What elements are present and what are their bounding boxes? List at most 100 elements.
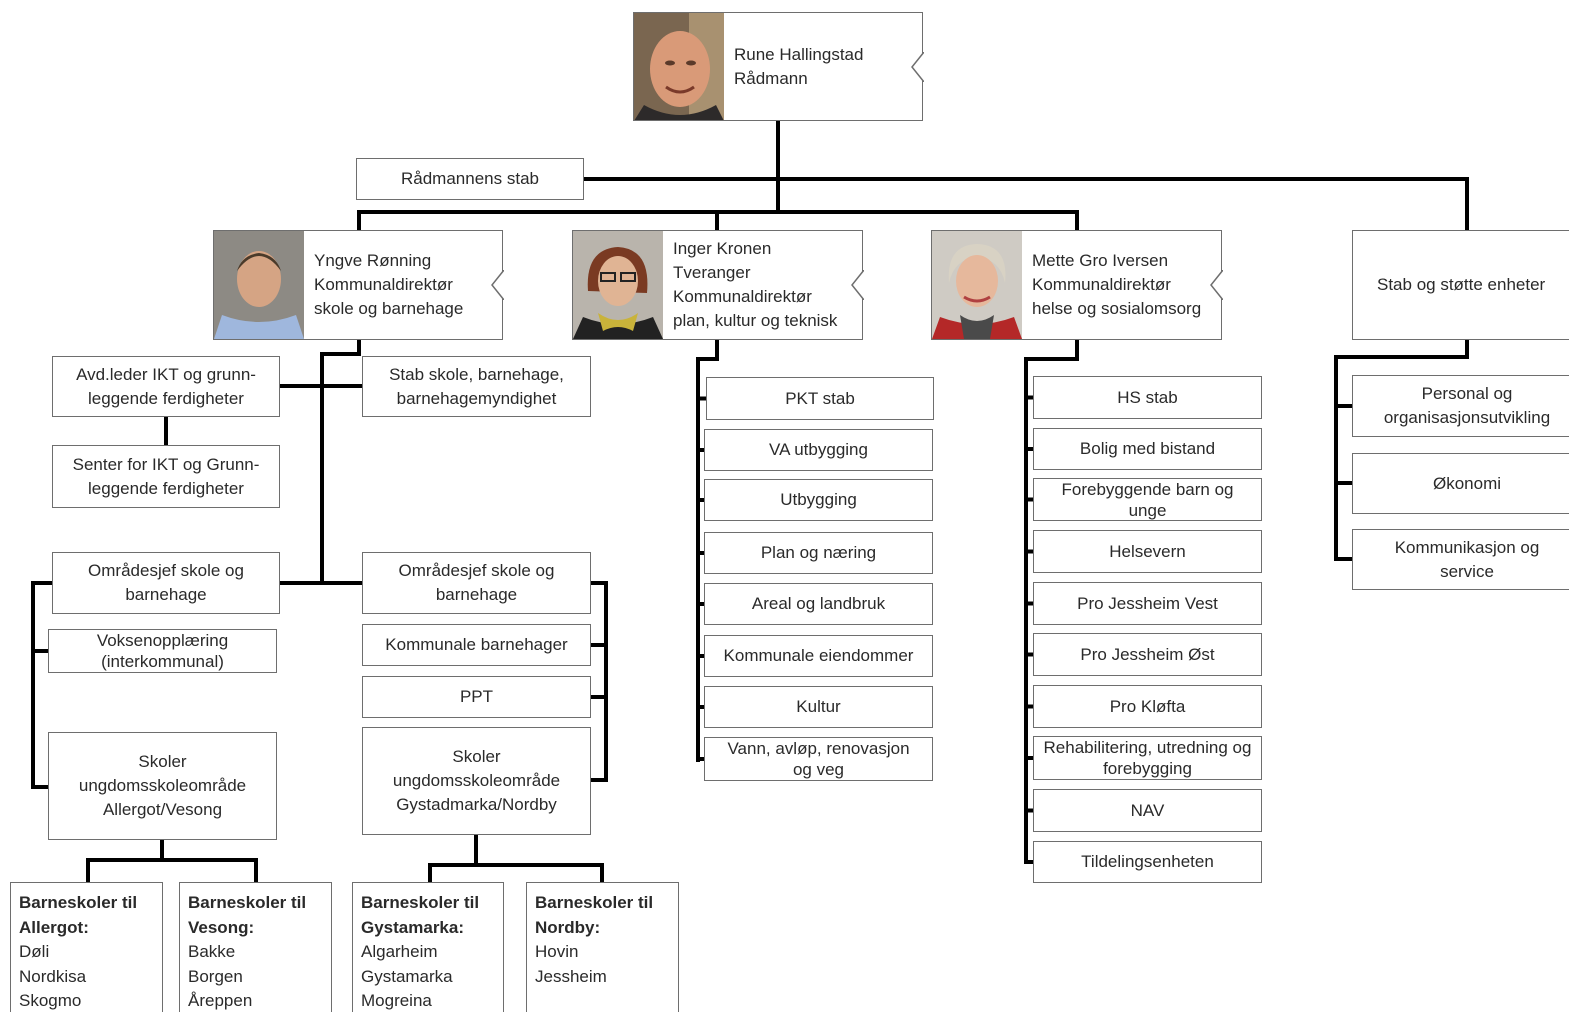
hs-unit-label: NAV bbox=[1130, 800, 1165, 820]
support-units-label: Stab og støtte enheter bbox=[1377, 275, 1546, 294]
primary-school-item: Jessheim bbox=[535, 966, 607, 986]
school-staff-line1: Stab skole, barnehage, bbox=[389, 364, 564, 384]
primary-heading-line2: Vesong: bbox=[188, 917, 255, 937]
hs-unit-box: Tildelingsenheten bbox=[1033, 841, 1262, 883]
primary-heading-line2: Allergot: bbox=[19, 917, 89, 937]
primary-schools-gystamarka: Barneskoler til Gystamarka: Algarheim Gy… bbox=[352, 882, 504, 1012]
hs-unit-box: Pro Jessheim Vest bbox=[1033, 582, 1262, 625]
adult-education-line2: (interkommunal) bbox=[101, 652, 224, 671]
schools-right-line1: Skoler bbox=[452, 747, 501, 766]
ceo-title: Rådmann bbox=[734, 68, 808, 88]
hs-unit-box: Pro Kløfta bbox=[1033, 685, 1262, 728]
ppt-label: PPT bbox=[459, 687, 494, 706]
primary-school-item: Gystamarka bbox=[361, 966, 453, 986]
pkt-unit-box: Vann, avløp, renovasjon og veg bbox=[704, 737, 933, 781]
hs-unit-box: Pro Jessheim Øst bbox=[1033, 633, 1262, 676]
primary-school-item: Borgen bbox=[188, 966, 243, 986]
director-plan-card: Inger Kronen Tveranger Kommunaldirektør … bbox=[572, 230, 864, 340]
adult-education-line1: Voksenopplæring bbox=[96, 631, 229, 650]
schools-right-box: Skoler ungdomsskoleområde Gystadmarka/No… bbox=[362, 727, 591, 835]
primary-heading-line2: Gystamarka: bbox=[361, 917, 465, 937]
pkt-unit-label: Kultur bbox=[796, 697, 841, 716]
school-staff-line2: barnehagemyndighet bbox=[396, 388, 557, 408]
schools-left-box: Skoler ungdomsskoleområde Allergot/Veson… bbox=[48, 732, 277, 840]
director-plan-photo bbox=[573, 231, 663, 339]
support-unit-line1: Personal og bbox=[1421, 384, 1513, 403]
area-chief-left-line1: Områdesjef skole og bbox=[88, 561, 244, 580]
primary-school-item: Bakke bbox=[188, 942, 236, 961]
radmann-staff-box: Rådmannens stab bbox=[356, 158, 584, 200]
director-plan-name: Inger Kronen bbox=[673, 239, 772, 258]
support-unit-box: Økonomi bbox=[1352, 453, 1569, 514]
ikt-leader-line1: Avd.leder IKT og grunn- bbox=[76, 364, 256, 384]
director-plan-title: Kommunaldirektør bbox=[673, 287, 812, 306]
pkt-unit-box: Utbygging bbox=[704, 479, 933, 521]
municipal-kindergartens-label: Kommunale barnehager bbox=[385, 635, 568, 654]
area-chief-right-line2: barnehage bbox=[435, 585, 518, 604]
schools-left-line3: Allergot/Vesong bbox=[102, 800, 223, 819]
primary-school-item: Hovin bbox=[535, 942, 579, 961]
director-plan-name2: Tveranger bbox=[673, 263, 751, 282]
hs-unit-label: Pro Jessheim Vest bbox=[1077, 593, 1218, 613]
primary-schools-nordby: Barneskoler til Nordby: Hovin Jessheim bbox=[526, 882, 679, 1012]
pkt-unit-label: Areal og landbruk bbox=[751, 594, 886, 613]
support-unit-line1: Kommunikasjon og bbox=[1394, 537, 1540, 557]
hs-unit-box: Bolig med bistand bbox=[1033, 428, 1262, 470]
hs-unit-box: Forebyggende barn og unge bbox=[1033, 478, 1262, 521]
primary-school-item: Åreppen bbox=[188, 991, 253, 1010]
pkt-unit-label: Vann, avløp, renovasjon og veg bbox=[727, 739, 910, 779]
hs-unit-label: Rehabilitering, utredning og forebygging bbox=[1043, 738, 1252, 778]
pkt-unit-label: VA utbygging bbox=[769, 440, 868, 459]
director-health-card: Mette Gro Iversen Kommunaldirektør helse… bbox=[931, 230, 1223, 340]
primary-school-item: Algarheim bbox=[361, 942, 438, 961]
support-unit-line2: service bbox=[1440, 561, 1494, 581]
hs-unit-label: Pro Jessheim Øst bbox=[1080, 644, 1215, 664]
ikt-leader-box: Avd.leder IKT og grunn- leggende ferdigh… bbox=[52, 356, 280, 417]
pkt-unit-box: Areal og landbruk bbox=[704, 583, 933, 625]
hs-unit-box: Rehabilitering, utredning og forebygging bbox=[1033, 736, 1262, 780]
primary-heading-line2: Nordby: bbox=[535, 917, 601, 937]
primary-heading-line1: Barneskoler til bbox=[188, 893, 307, 912]
director-plan-area: plan, kultur og teknisk bbox=[673, 311, 838, 330]
director-health-title: Kommunaldirektør bbox=[1032, 275, 1171, 294]
ceo-card: Rune Hallingstad Rådmann bbox=[633, 12, 924, 121]
pkt-unit-box: PKT stab bbox=[706, 377, 934, 420]
support-unit-box: Personal og organisasjonsutvikling bbox=[1352, 375, 1569, 437]
radmann-staff-label: Rådmannens stab bbox=[401, 169, 539, 188]
support-units-box: Stab og støtte enheter bbox=[1352, 230, 1569, 340]
hs-unit-label: Helsevern bbox=[1109, 541, 1186, 561]
director-health-photo bbox=[932, 231, 1022, 339]
pkt-unit-box: VA utbygging bbox=[704, 429, 933, 471]
pkt-unit-box: Kultur bbox=[704, 686, 933, 728]
schools-right-line2: ungdomsskoleområde bbox=[392, 771, 561, 790]
director-school-name: Yngve Rønning bbox=[314, 251, 432, 270]
hs-unit-box: NAV bbox=[1033, 789, 1262, 832]
area-chief-left-box: Områdesjef skole og barnehage bbox=[52, 552, 280, 614]
ceo-name: Rune Hallingstad bbox=[734, 44, 864, 64]
pkt-unit-box: Kommunale eiendommer bbox=[704, 635, 933, 677]
hs-unit-label: HS stab bbox=[1117, 387, 1178, 407]
schools-left-line1: Skoler bbox=[138, 752, 187, 771]
pkt-unit-box: Plan og næring bbox=[704, 532, 933, 574]
ikt-center-line2: leggende ferdigheter bbox=[88, 478, 244, 498]
director-school-title: Kommunaldirektør bbox=[314, 275, 453, 294]
director-school-area: skole og barnehage bbox=[314, 299, 464, 318]
primary-school-item: Nordkisa bbox=[19, 966, 87, 986]
primary-heading-line1: Barneskoler til bbox=[361, 893, 480, 912]
primary-school-item: Døli bbox=[19, 942, 50, 961]
primary-school-item: Skogmo bbox=[19, 991, 82, 1010]
pkt-unit-label: Kommunale eiendommer bbox=[723, 646, 914, 665]
ikt-center-box: Senter for IKT og Grunn- leggende ferdig… bbox=[52, 445, 280, 508]
hs-unit-box: HS stab bbox=[1033, 376, 1262, 419]
ikt-center-line1: Senter for IKT og Grunn- bbox=[72, 454, 260, 474]
municipal-kindergartens-box: Kommunale barnehager bbox=[362, 624, 591, 666]
hs-unit-label: Pro Kløfta bbox=[1109, 696, 1186, 716]
support-unit-line2: organisasjonsutvikling bbox=[1383, 408, 1551, 427]
director-health-area: helse og sosialomsorg bbox=[1032, 299, 1202, 318]
primary-heading-line1: Barneskoler til bbox=[535, 893, 654, 912]
director-school-card: Yngve Rønning Kommunaldirektør skole og … bbox=[213, 230, 504, 340]
area-chief-right-line1: Områdesjef skole og bbox=[398, 561, 555, 580]
pkt-unit-label: Utbygging bbox=[780, 490, 857, 509]
pkt-unit-label: PKT stab bbox=[785, 388, 855, 408]
